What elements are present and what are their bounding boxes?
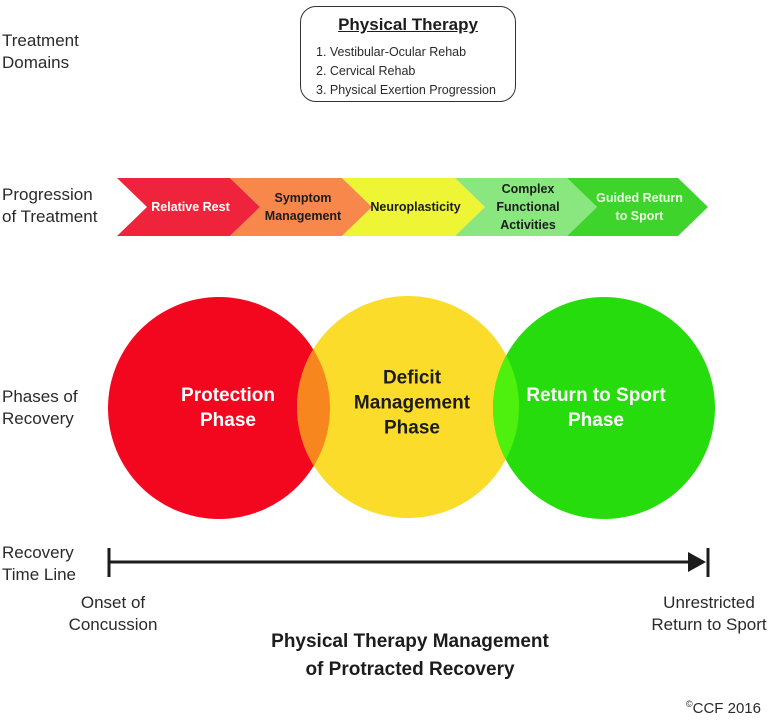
- progression-step-label: Activities: [500, 218, 556, 232]
- timeline-start-label: Onset of Concussion: [58, 592, 168, 636]
- progression-step-label: to Sport: [616, 209, 665, 223]
- diagram-title-line-1: Physical Therapy Management: [200, 628, 620, 656]
- phase-circle-protection-phase: [108, 297, 330, 519]
- progression-step-label: Functional: [496, 200, 559, 214]
- phase-label: Protection: [181, 385, 275, 406]
- recovery-timeline: [109, 548, 708, 577]
- copyright-text: CCF 2016: [693, 700, 761, 717]
- progression-step-label: Neuroplasticity: [370, 200, 460, 214]
- copyright: ©CCF 2016: [686, 699, 761, 717]
- diagram-title: Physical Therapy Management of Protracte…: [200, 628, 620, 684]
- progression-step-label: Relative Rest: [151, 200, 230, 214]
- phase-label: Phase: [384, 418, 440, 439]
- progression-step-label: Complex: [502, 182, 555, 196]
- progression-step-label: Guided Return: [596, 191, 683, 205]
- phase-label: Phase: [200, 410, 256, 431]
- progression-step-label: Symptom: [275, 191, 332, 205]
- timeline-arrowhead-icon: [688, 552, 706, 572]
- copyright-symbol: ©: [686, 699, 693, 709]
- phase-circles: ProtectionPhase DeficitManagementPhase Ret…: [108, 296, 715, 519]
- progression-step-label: Management: [265, 209, 342, 223]
- phase-circle-return-to-sport-phase: [493, 297, 715, 519]
- phase-label: Deficit: [383, 368, 442, 389]
- phase-label: Phase: [568, 410, 624, 431]
- phase-label: Management: [354, 393, 471, 414]
- progression-chevrons: Relative Rest SymptomManagement Neuroplast…: [117, 178, 708, 236]
- timeline-end-label: Unrestricted Return to Sport: [640, 592, 773, 636]
- diagram-title-line-2: of Protracted Recovery: [200, 656, 620, 684]
- phase-label: Return to Sport: [526, 385, 666, 406]
